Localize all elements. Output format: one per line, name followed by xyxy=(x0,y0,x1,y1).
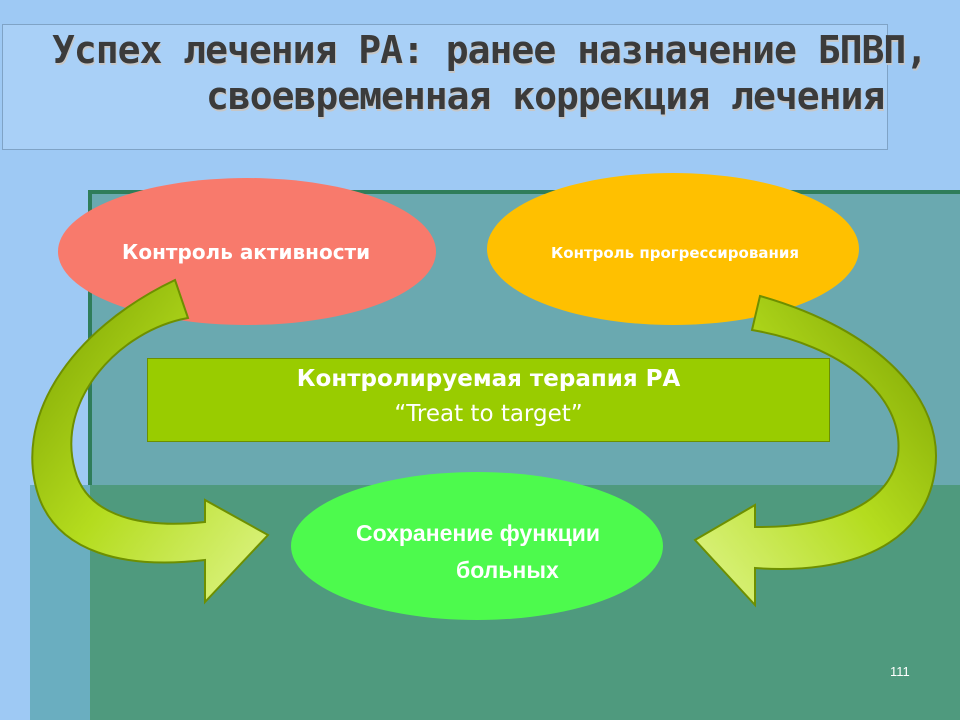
slide-title-line-1: Успех лечения РА: ранее назначение БПВП, xyxy=(52,28,928,72)
activity-control-label: Контроль активности xyxy=(122,240,371,264)
controlled-therapy-box xyxy=(147,358,830,442)
right-curved-arrow xyxy=(693,294,937,608)
slide-title-line-2: своевременная коррекция лечения xyxy=(206,74,885,118)
function-label-line-1: Сохранение функции xyxy=(356,520,601,546)
therapy-title: Контролируемая терапия РА xyxy=(296,366,681,392)
activity-control-oval xyxy=(58,178,436,325)
page-number: 111 xyxy=(890,664,910,679)
function-preservation-oval xyxy=(291,472,663,620)
progression-control-oval xyxy=(487,173,859,325)
left-curved-arrow xyxy=(31,278,270,605)
function-label-line-2: больных xyxy=(456,557,559,583)
progression-control-label: Контроль прогрессирования xyxy=(551,244,799,262)
title-box xyxy=(2,24,888,150)
therapy-subtitle: “Treat to target” xyxy=(394,401,583,427)
